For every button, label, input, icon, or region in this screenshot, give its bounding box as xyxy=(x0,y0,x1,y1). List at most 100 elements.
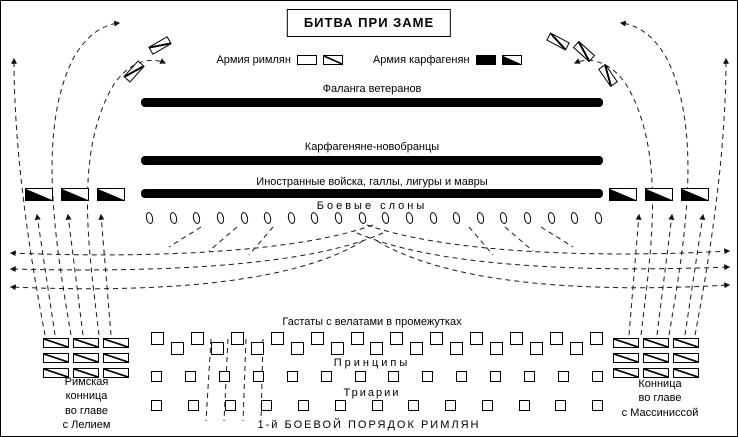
principes-unit xyxy=(524,371,536,382)
elephant-icon xyxy=(522,211,533,225)
roman-cavalry-unit-icon xyxy=(43,338,69,348)
hastati-unit xyxy=(490,342,504,355)
hastati-unit xyxy=(430,332,444,345)
carthaginian-cavalry-unit-icon xyxy=(645,188,673,201)
caption-line: Римская xyxy=(64,376,109,388)
triarii-unit xyxy=(445,400,456,411)
right-carthaginian-cavalry-row xyxy=(609,188,709,201)
right-cavalry-caption: Конница во главе с Массиниссой xyxy=(599,377,721,420)
hastati-unit xyxy=(410,342,424,355)
triarii-unit xyxy=(261,400,273,411)
hastati-unit xyxy=(151,332,164,345)
roman-infantry-icon xyxy=(296,55,317,65)
elephant-icon xyxy=(168,211,178,225)
elephant-icon xyxy=(239,211,249,225)
elephant-icon xyxy=(215,211,226,225)
elephant-icon xyxy=(499,211,509,225)
diagram-title: БИТВА ПРИ ЗАМЕ xyxy=(303,15,435,30)
elephant-icon xyxy=(144,211,155,225)
principes-row xyxy=(151,371,603,382)
triarii-unit xyxy=(555,400,567,411)
principes-unit xyxy=(184,371,196,382)
carthaginian-cavalry-unit-icon xyxy=(25,188,53,201)
roman-cavalry-unit-icon xyxy=(673,368,699,378)
triarii-unit xyxy=(518,400,530,411)
recruits-bar xyxy=(141,156,603,165)
elephant-icon xyxy=(593,211,604,225)
recruits-label: Карфагеняне-новобранцы xyxy=(304,141,440,153)
elephant-icon xyxy=(381,211,391,225)
roman-cavalry-unit-icon xyxy=(73,338,99,348)
triarii-row xyxy=(151,400,603,411)
elephants-label: Боевые слоны xyxy=(316,200,428,212)
principes-unit xyxy=(591,371,603,382)
triarii-unit xyxy=(187,400,199,411)
left-roman-cavalry-grid xyxy=(43,338,129,378)
elephant-icon xyxy=(475,211,485,225)
triarii-label: Триарии xyxy=(343,387,401,399)
hastati-unit xyxy=(210,342,224,355)
roman-cavalry-unit-icon xyxy=(43,353,69,363)
hastati-unit xyxy=(570,342,584,355)
hastati-unit xyxy=(270,332,284,345)
principes-unit xyxy=(354,371,366,382)
triarii-unit xyxy=(481,400,493,411)
roman-cavalry-unit-icon xyxy=(613,353,639,363)
principes-unit xyxy=(456,371,468,382)
triarii-unit xyxy=(334,400,346,411)
hastati-unit xyxy=(290,342,304,355)
hastati-unit xyxy=(530,342,544,355)
foreign-troops-bar xyxy=(141,189,603,198)
roman-cavalry-unit-icon xyxy=(103,353,129,363)
hastati-unit xyxy=(390,332,404,345)
principes-unit xyxy=(320,371,332,382)
roman-cavalry-unit-icon xyxy=(103,338,129,348)
hastati-unit xyxy=(190,332,204,345)
elephant-row xyxy=(144,211,604,225)
roman-cavalry-unit-icon xyxy=(643,353,669,363)
elephant-icon xyxy=(428,211,438,225)
caption-line: с Массиниссой xyxy=(621,406,699,419)
hastati-label: Гастаты с велатами в промежутках xyxy=(282,316,462,328)
elephant-icon xyxy=(404,211,415,225)
hastati-unit xyxy=(350,332,364,345)
battle-order-footer: 1-й БОЕВОЙ ПОРЯДОК РИМЛЯН xyxy=(257,419,481,431)
principes-unit xyxy=(490,371,502,382)
veterans-phalanx-label: Фаланга ветеранов xyxy=(322,83,422,95)
roman-cavalry-unit-icon xyxy=(73,368,99,378)
hastati-unit xyxy=(330,342,344,355)
carthaginian-cavalry-unit-icon xyxy=(61,188,89,201)
roman-cavalry-unit-icon xyxy=(673,338,699,348)
principes-unit xyxy=(286,371,298,382)
elephant-icon xyxy=(357,211,367,225)
left-carthaginian-cavalry-row xyxy=(25,188,125,201)
triarii-unit xyxy=(371,400,383,411)
principes-unit xyxy=(151,371,162,382)
hastati-unit xyxy=(170,342,184,355)
elephant-icon xyxy=(310,211,320,225)
elephant-icon xyxy=(451,211,462,225)
legend-carthaginian-label: Армия карфагенян xyxy=(372,54,470,66)
hastati-unit xyxy=(370,342,384,355)
elephant-icon xyxy=(570,211,580,225)
carthaginian-cavalry-unit-icon xyxy=(681,188,709,201)
fleeing-cavalry-icon xyxy=(148,36,172,55)
hastati-unit xyxy=(450,342,464,355)
hastati-unit xyxy=(589,332,603,345)
hastati-unit xyxy=(470,332,484,345)
diagram-title-box: БИТВА ПРИ ЗАМЕ xyxy=(286,9,452,37)
principes-unit xyxy=(218,371,230,382)
elephant-icon xyxy=(286,211,296,225)
foreign-troops-label: Иностранные войска, галлы, лигуры и мавр… xyxy=(256,176,488,188)
legend: Армия римлян Армия карфагенян xyxy=(1,54,737,66)
hastati-unit xyxy=(230,332,244,345)
triarii-unit xyxy=(408,400,420,411)
principes-unit xyxy=(252,371,264,382)
fleeing-cavalry-icon xyxy=(546,32,570,51)
legend-roman-label: Армия римлян xyxy=(216,54,291,66)
caption-line: с Лелием xyxy=(62,418,111,431)
roman-cavalry-unit-icon xyxy=(103,368,129,378)
elephant-icon xyxy=(192,211,202,225)
caption-line: конница xyxy=(65,390,108,403)
elephant-icon xyxy=(546,211,556,225)
